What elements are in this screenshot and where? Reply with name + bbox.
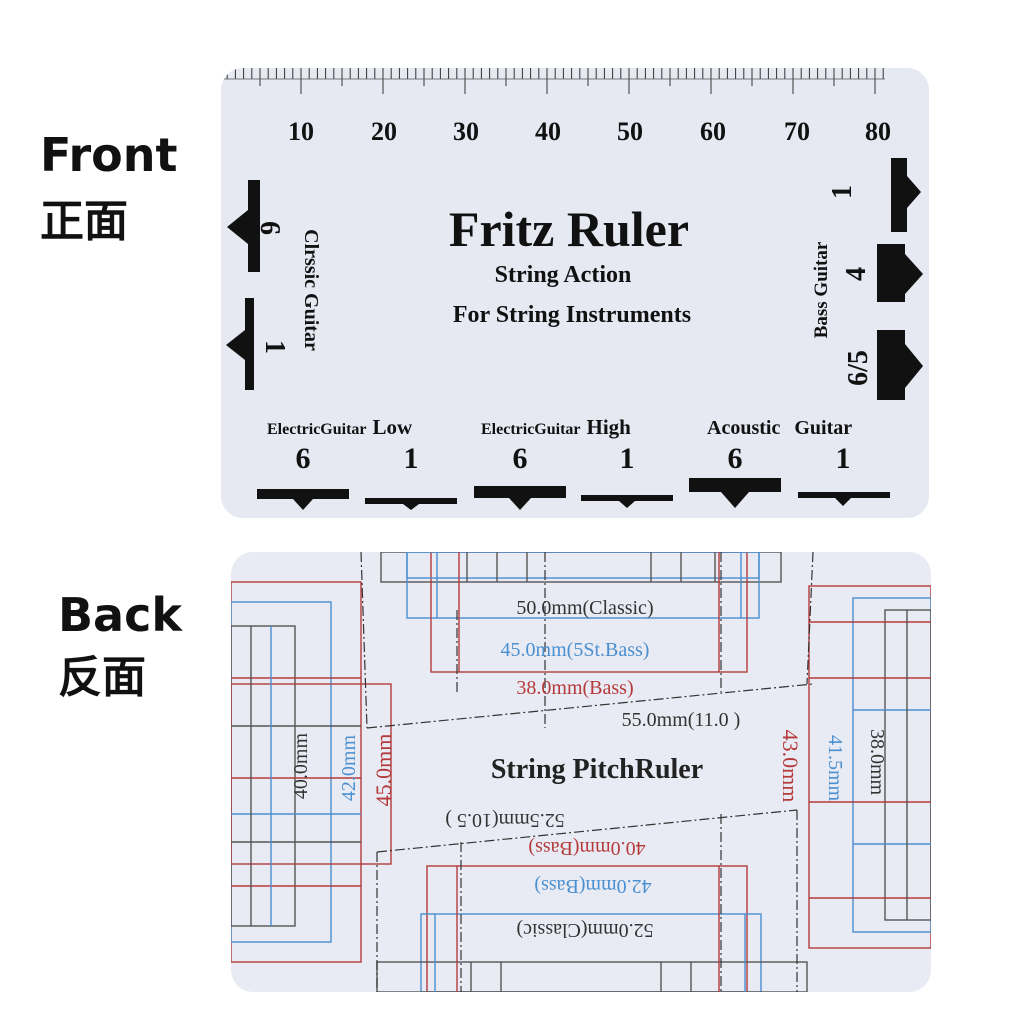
bass-gauge-65 bbox=[877, 330, 923, 400]
front-title: Fritz Ruler bbox=[449, 201, 689, 257]
bass-gauge-4-num: 4 bbox=[841, 267, 872, 281]
classic-gauge-6-num: 6 bbox=[254, 221, 285, 235]
gauge-bar-electric-low-6 bbox=[257, 489, 349, 510]
label-top-classic: 50.0mm(Classic) bbox=[516, 597, 653, 619]
label-left-40: 40.0mm bbox=[290, 733, 312, 800]
ruler-ticks bbox=[221, 68, 885, 94]
label-right-38: 38.0mm bbox=[866, 729, 888, 796]
front-label: Front bbox=[40, 128, 178, 182]
ruler-number: 80 bbox=[865, 117, 891, 146]
front-card-drawing: 10 20 30 40 50 60 70 80 Fritz Ruler Stri… bbox=[221, 68, 923, 510]
ruler-number: 50 bbox=[617, 117, 643, 146]
gauge-bar-electric-high-1 bbox=[581, 495, 673, 508]
front-subtitle-2: For String Instruments bbox=[453, 302, 691, 328]
top-grid bbox=[380, 552, 782, 673]
left-grid bbox=[231, 581, 392, 963]
front-card: 10 20 30 40 50 60 70 80 Fritz Ruler Stri… bbox=[221, 68, 929, 518]
label-right-415: 41.5mm bbox=[824, 735, 846, 802]
dashdot-lines bbox=[360, 552, 814, 992]
front-label-cn: 正面 bbox=[40, 196, 128, 247]
gauge-number: 6 bbox=[728, 442, 743, 475]
front-subtitle-1: String Action bbox=[495, 262, 632, 288]
ruler-number: 20 bbox=[371, 117, 397, 146]
ruler-number: 40 bbox=[535, 117, 561, 146]
back-label: Back bbox=[58, 588, 182, 642]
back-title: String PitchRuler bbox=[491, 754, 703, 785]
classic-gauge-1 bbox=[226, 298, 254, 390]
label-bot-bass-red: 40.0mm(Bass) bbox=[528, 837, 645, 859]
classic-gauge-1-num: 1 bbox=[259, 340, 290, 354]
label-top-5st: 45.0mm(5St.Bass) bbox=[501, 639, 650, 661]
ruler-numbers: 10 20 30 40 50 60 70 80 bbox=[288, 117, 891, 146]
ruler-number: 10 bbox=[288, 117, 314, 146]
label-left-45: 45.0mm bbox=[371, 734, 396, 807]
gauge-bar-electric-low-1 bbox=[365, 498, 457, 510]
classic-guitar-label: Clrssic Guitar bbox=[300, 229, 322, 351]
classic-gauge-6 bbox=[227, 180, 260, 272]
label-top-bass: 38.0mm(Bass) bbox=[516, 677, 633, 699]
gauge-number: 6 bbox=[296, 442, 311, 475]
gauge-number: 6 bbox=[513, 442, 528, 475]
gauge-bar-acoustic-6 bbox=[689, 478, 781, 508]
bass-gauge-1 bbox=[891, 158, 921, 232]
right-grid bbox=[808, 585, 931, 949]
gauge-number: 1 bbox=[836, 442, 851, 475]
gauge-number: 1 bbox=[620, 442, 635, 475]
bass-guitar-label: Bass Guitar bbox=[811, 241, 832, 338]
back-card: String PitchRuler 50.0mm(Classic) 45.0mm… bbox=[231, 552, 931, 992]
label-bot-bass-blue: 42.0mm(Bass) bbox=[534, 875, 651, 897]
ruler-number: 60 bbox=[700, 117, 726, 146]
label-right-43: 43.0mm bbox=[778, 730, 803, 803]
bass-gauge-65-num: 6/5 bbox=[843, 350, 874, 386]
label-bot-classic: 52.0mm(Classic) bbox=[516, 919, 653, 941]
label-mid-bottom: 52.5mm(10.5 ) bbox=[445, 809, 564, 831]
back-card-drawing: String PitchRuler 50.0mm(Classic) 45.0mm… bbox=[231, 552, 931, 992]
bass-gauge-1-num: 1 bbox=[827, 185, 858, 199]
bass-gauge-4 bbox=[877, 244, 923, 302]
back-label-cn: 反面 bbox=[58, 652, 146, 703]
ruler-number: 30 bbox=[453, 117, 479, 146]
ruler-number: 70 bbox=[784, 117, 810, 146]
bottom-grid bbox=[376, 865, 808, 992]
label-mid-top: 55.0mm(11.0 ) bbox=[622, 709, 741, 731]
gauge-number: 1 bbox=[404, 442, 419, 475]
gauge-bar-electric-high-6 bbox=[474, 486, 566, 510]
label-left-42: 42.0mm bbox=[338, 735, 360, 802]
gauge-bar-acoustic-1 bbox=[798, 492, 890, 506]
